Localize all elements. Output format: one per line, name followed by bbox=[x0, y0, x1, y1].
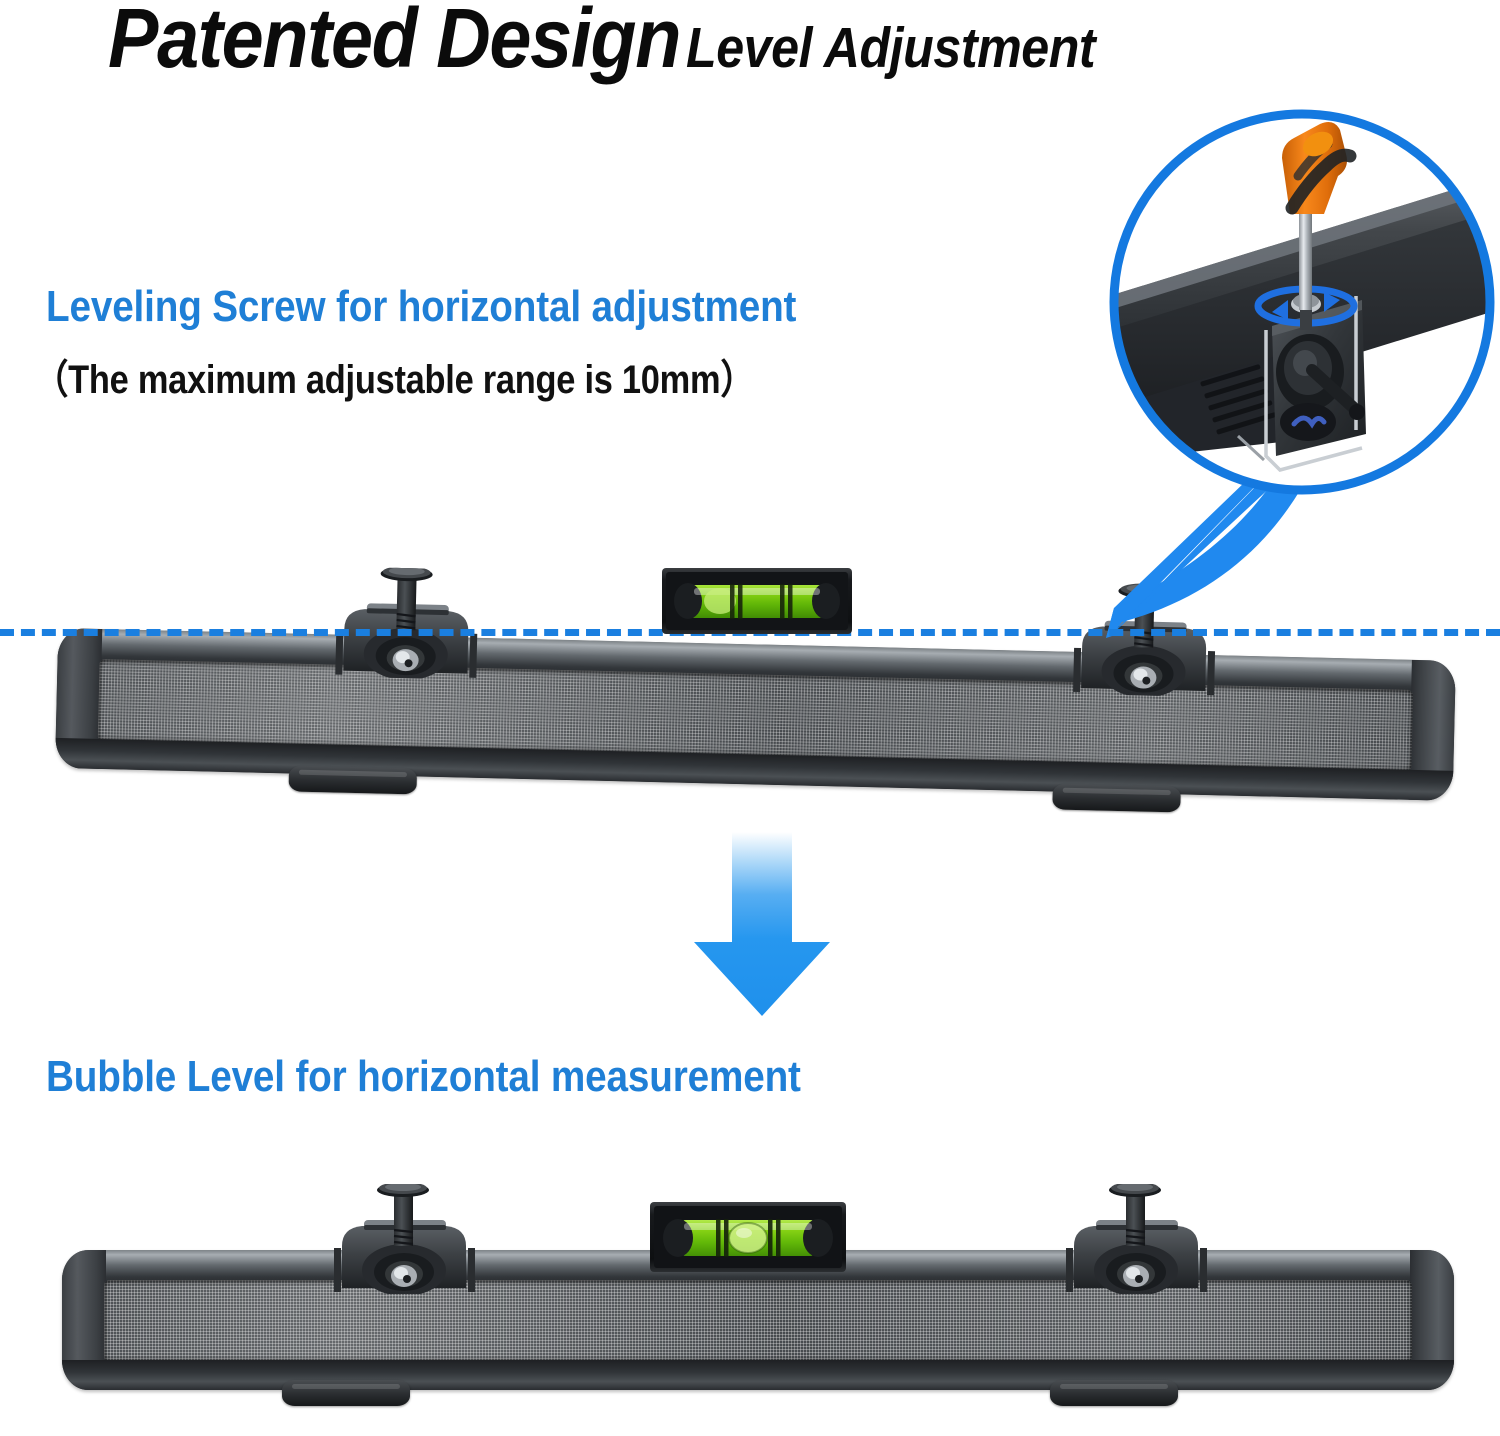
wall-mount-bracket-left bbox=[321, 566, 494, 681]
page-title-main: Patented Design bbox=[108, 0, 681, 85]
soundbar-tilted bbox=[54, 627, 1456, 801]
rubber-foot bbox=[1052, 783, 1181, 813]
rubber-foot bbox=[282, 1380, 410, 1406]
soundbar-level-stage bbox=[0, 1182, 1500, 1436]
down-arrow-icon bbox=[666, 832, 858, 1018]
magnifier-inset bbox=[1104, 104, 1500, 520]
soundbar-tilted-stage bbox=[0, 560, 1500, 830]
speaker-grille bbox=[104, 1280, 1412, 1362]
wall-mount-bracket-left bbox=[320, 1182, 490, 1296]
wall-mount-bracket-right bbox=[1052, 1182, 1222, 1296]
bubble-level-centered bbox=[650, 1200, 846, 1280]
heading-leveling-screw: Leveling Screw for horizontal adjustment bbox=[46, 282, 797, 331]
soundbar-bottom-edge bbox=[62, 1360, 1454, 1390]
page-title-sub: Level Adjustment bbox=[685, 16, 1096, 80]
heading-bubble-level: Bubble Level for horizontal measurement bbox=[46, 1052, 801, 1101]
page-title: Patented Design Level Adjustment bbox=[108, 0, 1151, 80]
note-adjustable-range: （The maximum adjustable range is 10mm） bbox=[34, 358, 755, 402]
soundbar-level bbox=[62, 1250, 1454, 1390]
rubber-foot bbox=[1050, 1380, 1178, 1406]
rubber-foot bbox=[288, 765, 418, 795]
bubble-level-off-center bbox=[662, 564, 852, 640]
soundbar-tilt-group bbox=[0, 559, 1500, 864]
